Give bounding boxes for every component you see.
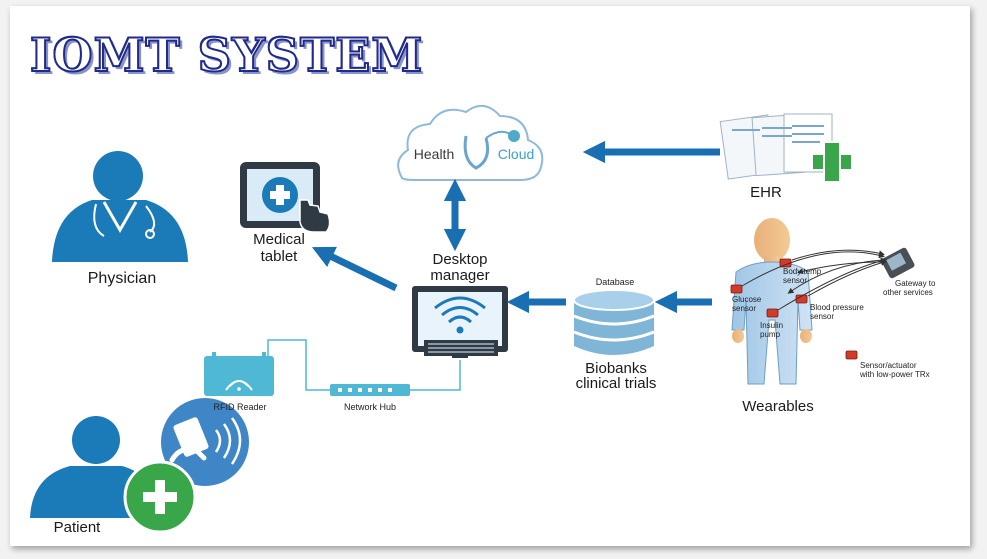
blood-pressure-label-line1: Blood pressure: [810, 303, 864, 312]
rfid-reader-label: RFID Reader: [213, 402, 267, 412]
gateway-label-line2: other services: [883, 288, 933, 297]
rfid-reader-icon: [204, 352, 274, 396]
glucose-label-line2: sensor: [732, 304, 757, 313]
legend-sensor-marker: [845, 350, 858, 360]
medical-tablet-label-line1: Medical: [253, 231, 305, 248]
network-cables: [267, 339, 461, 391]
rfid-tap-icon: [161, 398, 249, 486]
health-cloud-icon: [397, 105, 544, 181]
insulin-pump-marker: [766, 308, 779, 318]
network-hub-icon: [330, 384, 410, 396]
phone-gateway-icon: [881, 247, 915, 279]
medical-tablet-icon: [240, 162, 331, 233]
database-label: Database: [595, 277, 635, 287]
patient-label: Patient: [53, 519, 101, 536]
flow-arrows: [311, 140, 720, 314]
database-icon: [573, 289, 655, 355]
wearables-label: Wearables: [742, 398, 814, 415]
desktop-manager-label-line2: manager: [430, 267, 490, 284]
legend-label-line1: Sensor/actuator: [860, 361, 917, 370]
network-hub-label: Network Hub: [343, 402, 397, 412]
body-temp-label-line2: sensor: [783, 276, 808, 285]
legend-label-line2: with low-power TRx: [860, 370, 930, 379]
physician-icon: [52, 151, 188, 262]
sensor-markers: [730, 258, 858, 360]
physician-label: Physician: [87, 270, 157, 287]
biobanks-label-line2: clinical trials: [575, 375, 657, 392]
insulin-pump-label-line1: Insulin: [760, 321, 784, 330]
biobanks-label-line1: Biobanks: [585, 360, 647, 377]
patient-plus-icon: [123, 460, 197, 534]
health-cloud-label-health: Health: [413, 146, 455, 162]
wireless-links: [741, 249, 887, 311]
arrow-desktop-to-tablet: [311, 246, 398, 292]
ehr-documents-icon: [719, 113, 853, 183]
medical-tablet-label-line2: tablet: [260, 248, 298, 265]
insulin-pump-label-line2: pump: [760, 330, 781, 339]
desktop-monitor-icon: [412, 286, 508, 358]
blood-pressure-label-line2: sensor: [810, 312, 835, 321]
glucose-sensor-marker: [730, 284, 743, 294]
ehr-label: EHR: [750, 184, 782, 201]
page-title: IOMT SYSTEM: [29, 27, 424, 83]
gateway-label-line1: Gateway to: [895, 279, 936, 288]
health-cloud-label-cloud: Cloud: [497, 146, 535, 162]
desktop-manager-label-line1: Desktop: [432, 251, 488, 268]
glucose-label-line1: Glucose: [732, 295, 762, 304]
body-temp-label-line1: Body temp: [783, 267, 822, 276]
